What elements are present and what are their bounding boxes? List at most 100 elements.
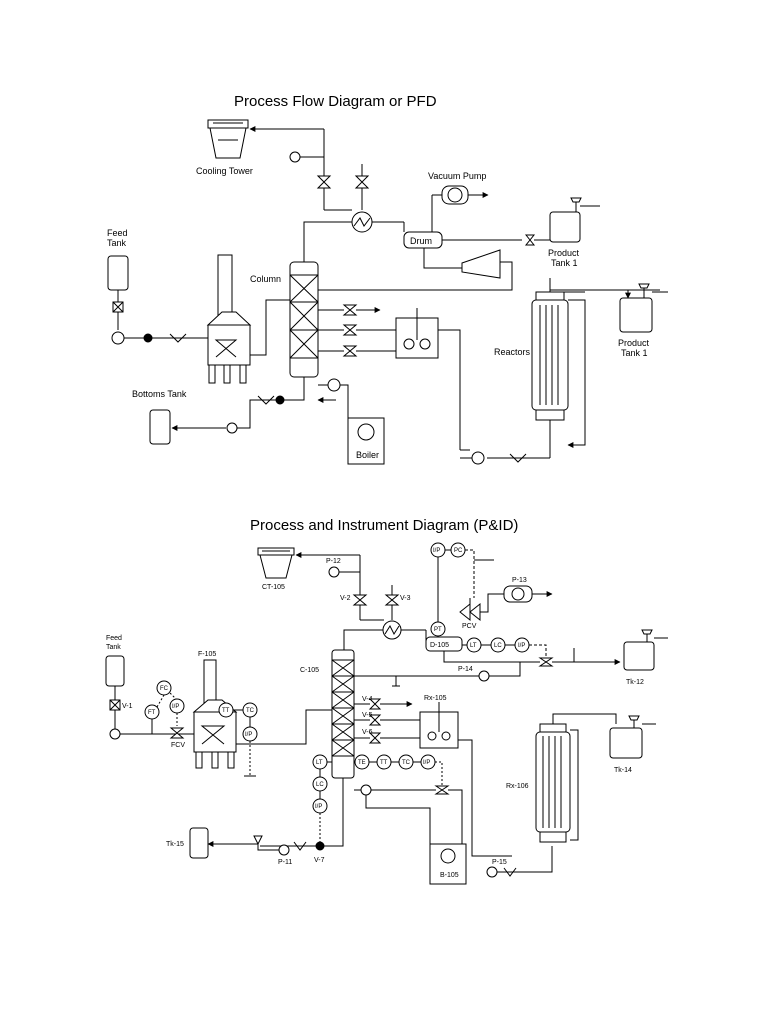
- pfd-boiler-label: Boiler: [356, 450, 379, 460]
- pid-valve-v4-icon: [368, 698, 382, 710]
- pid-steam-valve-icon: [434, 785, 450, 795]
- pid-valve-v3-icon: [384, 594, 400, 606]
- pid-valve-v5-icon: [368, 714, 382, 726]
- pfd-title: Process Flow Diagram or PFD: [234, 93, 437, 110]
- pid-valve-v1-label: V-1: [122, 703, 133, 710]
- pid-title: Process and Instrument Diagram (P&ID): [250, 517, 518, 534]
- pfd-side-valve-1-icon: [342, 304, 358, 316]
- pid-cooling-tower: [257, 547, 295, 579]
- pfd-cooling-pump-icon: [289, 151, 301, 163]
- pid-pump-p12-label: P-12: [326, 558, 341, 565]
- pfd-reactors: [531, 291, 569, 421]
- pid-lt-drum-label: LT: [470, 643, 477, 649]
- pid-ft-label: FT: [148, 710, 156, 716]
- pid-diagram: Process and Instrument Diagram (P&ID) CT…: [105, 517, 668, 885]
- pfd-bottoms-control-valve-icon: [275, 395, 285, 405]
- pid-ip-furnace-label: I/P: [245, 732, 252, 738]
- pfd-bottoms-tank-label: Bottoms Tank: [132, 389, 187, 399]
- pid-valve-v6-label: V-6: [362, 729, 373, 736]
- pid-tank-tk12: [623, 641, 655, 671]
- pid-te-label: TE: [358, 760, 366, 766]
- pid-fc-label: FC: [160, 686, 169, 692]
- pid-ip-lc-label: I/P: [315, 804, 322, 810]
- pid-tt-col-label: TT: [380, 760, 388, 766]
- pid-ip-feed-label: I/P: [172, 704, 179, 710]
- pfd-check-valve-icon: [169, 333, 187, 343]
- pfd-valve-left-icon: [316, 175, 332, 189]
- pid-tank-tk14: [609, 727, 643, 759]
- pid-tt-label: TT: [222, 708, 230, 714]
- pfd-feed-tank: [107, 255, 129, 291]
- pid-feed-tank-l2: Tank: [106, 644, 121, 651]
- pid-pcv-icon: [459, 602, 481, 622]
- pid-drum-valve-icon: [538, 657, 554, 667]
- pfd-reboiler-icon: [327, 378, 341, 392]
- pfd-product-valve-icon: [524, 234, 536, 246]
- pid-furnace-label: F-105: [198, 651, 216, 658]
- pid-pump-p12-icon: [328, 566, 340, 578]
- pid-pump-p15-icon: [486, 866, 498, 878]
- pid-feed-tank: [105, 655, 125, 687]
- pid-pump-p14-label: P-14: [458, 666, 473, 673]
- pid-pump-p13-label: P-13: [512, 577, 527, 584]
- pfd-column-label: Column: [250, 274, 281, 284]
- pid-pc-label: PC: [454, 548, 463, 554]
- pfd-column: [289, 261, 319, 378]
- pid-reboiler-icon: [360, 784, 372, 796]
- pid-fcv-icon: [169, 727, 185, 739]
- pfd-bottoms-pump-icon: [226, 422, 238, 434]
- pid-fcv-label: FCV: [171, 742, 185, 749]
- pid-valve-v7-icon: [315, 841, 325, 851]
- pfd-side-valve-3-icon: [342, 345, 358, 357]
- pid-cooling-tower-label: CT-105: [262, 584, 285, 591]
- pid-pump-p11-label: P-11: [278, 859, 292, 866]
- pfd-product-tank-1a-l2: Tank 1: [551, 258, 578, 268]
- pid-drum-d105-label: D-105: [430, 642, 449, 649]
- pfd-cooling-tower: [207, 119, 249, 159]
- pid-reactor-rx105: [419, 702, 459, 749]
- pfd-product-tank-1a: [549, 211, 581, 243]
- pid-feed-tank-l1: Feed: [106, 635, 122, 642]
- pfd-furnace: [206, 254, 252, 384]
- pid-boiler-b105-label: B-105: [440, 872, 459, 879]
- pfd-diagram: Process Flow Diagram or PFD Cooling Towe…: [107, 93, 668, 465]
- pid-ip-drum-label: I/P: [518, 643, 525, 649]
- pfd-feed-control-valve-icon: [143, 333, 153, 343]
- pid-tc-col-label: TC: [402, 760, 411, 766]
- pfd-product-tank-1b: [619, 297, 653, 333]
- pid-valve-v6-icon: [368, 732, 382, 744]
- pid-tc-label: TC: [246, 708, 255, 714]
- pid-tank-tk15: [189, 827, 209, 859]
- pid-valve-v7-label: V-7: [314, 857, 325, 864]
- pfd-reflux-pump-icon: [461, 249, 501, 279]
- pid-pump-p11-icon: [278, 844, 290, 856]
- pid-valve-v2-icon: [352, 594, 368, 606]
- pid-valve-v4-label: V-4: [362, 696, 373, 703]
- pid-ip-col-label: I/P: [423, 760, 430, 766]
- pid-valve-v2-label: V-2: [340, 595, 351, 602]
- pid-reactor-rx106-label: Rx-106: [506, 783, 529, 790]
- pid-tank-tk12-label: Tk-12: [626, 679, 644, 686]
- pid-pcv-label: PCV: [462, 623, 477, 630]
- pid-valve-v5-label: V-5: [362, 712, 373, 719]
- pfd-stirred-vessel: [395, 308, 439, 359]
- pfd-valve-right-icon: [354, 175, 370, 189]
- pid-pt-label: PT: [434, 627, 442, 633]
- pid-pump-p15-label: P-15: [492, 859, 507, 866]
- pfd-cooling-tower-label: Cooling Tower: [196, 166, 253, 176]
- pfd-feed-tank-l1: Feed: [107, 228, 128, 238]
- pfd-side-valve-2-icon: [342, 324, 358, 336]
- pid-pump-p14-icon: [478, 670, 490, 682]
- pfd-feed-tank-l2: Tank: [107, 238, 127, 248]
- pfd-feed-pump-icon: [111, 331, 125, 345]
- pid-ip-top-label: I/P: [433, 548, 440, 554]
- pid-tank-tk15-label: Tk-15: [166, 841, 184, 848]
- pfd-vacuum-pump-label: Vacuum Pump: [428, 171, 486, 181]
- pfd-product-tank-1a-l1: Product: [548, 248, 580, 258]
- pfd-reactors-label: Reactors: [494, 347, 531, 357]
- pid-column-label: C-105: [300, 667, 319, 674]
- pfd-product-tank-1b-l1: Product: [618, 338, 650, 348]
- pid-reactor-rx105-label: Rx-105: [424, 695, 447, 702]
- pid-column: [331, 649, 355, 779]
